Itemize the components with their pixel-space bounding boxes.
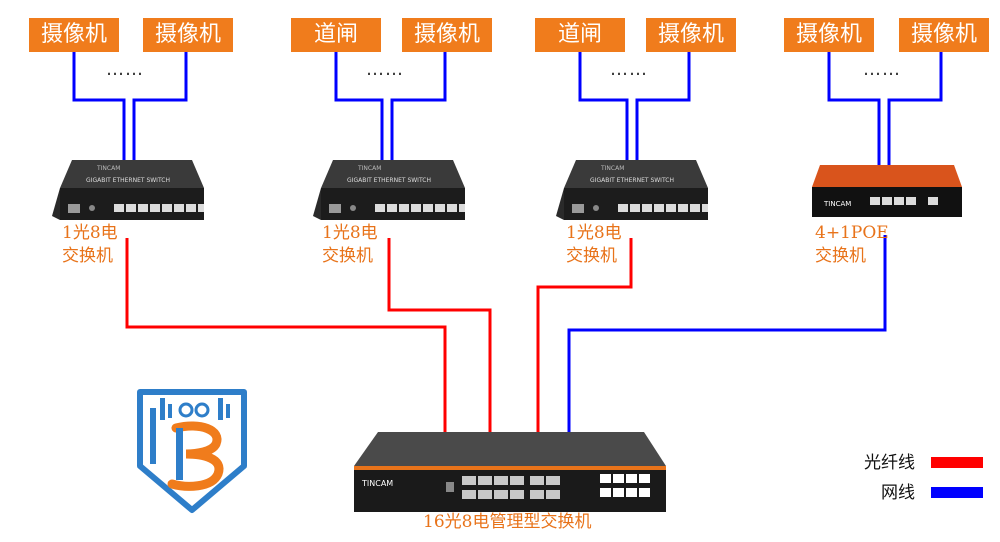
fiber-line-2	[387, 238, 492, 436]
ethernet-line	[578, 50, 629, 165]
legend-fiber-label: 光纤线	[864, 453, 915, 473]
poe-switch-label-line1: 4+1POE	[815, 223, 889, 243]
camera-box: 摄像机	[899, 18, 989, 52]
barrier-gate-box: 道闸	[535, 18, 625, 52]
switch-3-label-line1: 1光8电	[566, 223, 622, 243]
brand-logo: TINCAM	[361, 479, 393, 488]
more-devices-dots: ……	[863, 59, 901, 80]
ethernet-line	[334, 50, 384, 165]
camera-box: 摄像机	[646, 18, 736, 52]
brand-logo: TINCAM	[823, 200, 851, 208]
ethernet-lines-top	[72, 50, 943, 165]
poe-switch-label-line2: 交换机	[815, 246, 866, 266]
switch-2-optical-8-electrical: GIGABIT ETHERNET SWITCH TINCAM	[313, 160, 465, 220]
more-devices-dots: ……	[366, 59, 404, 80]
brand-logo: TINCAM	[600, 165, 624, 172]
brand-logo: TINCAM	[96, 165, 120, 172]
ethernet-line	[887, 50, 943, 165]
ethernet-line	[72, 50, 126, 165]
ethernet-line	[827, 50, 881, 165]
ethernet-line-poe	[567, 235, 887, 436]
camera-box: 摄像机	[784, 18, 874, 52]
switch-1-label-line2: 交换机	[62, 246, 113, 266]
barrier-gate-box: 道闸	[291, 18, 381, 52]
camera-box: 摄像机	[143, 18, 233, 52]
company-logo	[137, 389, 247, 513]
ethernet-line	[390, 50, 447, 165]
switch-1-optical-8-electrical: GIGABIT ETHERNET SWITCH TINCAM	[52, 160, 204, 220]
legend-fiber-swatch	[931, 457, 983, 468]
poe-switch: TINCAM	[812, 165, 962, 217]
fiber-line-1	[125, 238, 447, 436]
panel-title: GIGABIT ETHERNET SWITCH	[590, 177, 674, 184]
core-switch: TINCAM	[354, 432, 666, 512]
core-switch-label: 16光8电管理型交换机	[423, 512, 592, 532]
fiber-line-3	[536, 238, 633, 436]
ethernet-line	[635, 50, 691, 165]
switch-1-label-line1: 1光8电	[62, 223, 118, 243]
ethernet-line	[132, 50, 188, 165]
legend-ethernet-label: 网线	[881, 483, 915, 503]
panel-title: GIGABIT ETHERNET SWITCH	[86, 177, 170, 184]
legend-ethernet-swatch	[931, 487, 983, 498]
switch-3-label-line2: 交换机	[566, 246, 617, 266]
camera-box: 摄像机	[29, 18, 119, 52]
brand-logo: TINCAM	[357, 165, 381, 172]
switch-2-label-line1: 1光8电	[322, 223, 378, 243]
more-devices-dots: ……	[610, 59, 648, 80]
switch-3-optical-8-electrical: GIGABIT ETHERNET SWITCH TINCAM	[556, 160, 708, 220]
panel-title: GIGABIT ETHERNET SWITCH	[347, 177, 431, 184]
more-devices-dots: ……	[106, 59, 144, 80]
switch-2-label-line2: 交换机	[322, 246, 373, 266]
camera-box: 摄像机	[402, 18, 492, 52]
